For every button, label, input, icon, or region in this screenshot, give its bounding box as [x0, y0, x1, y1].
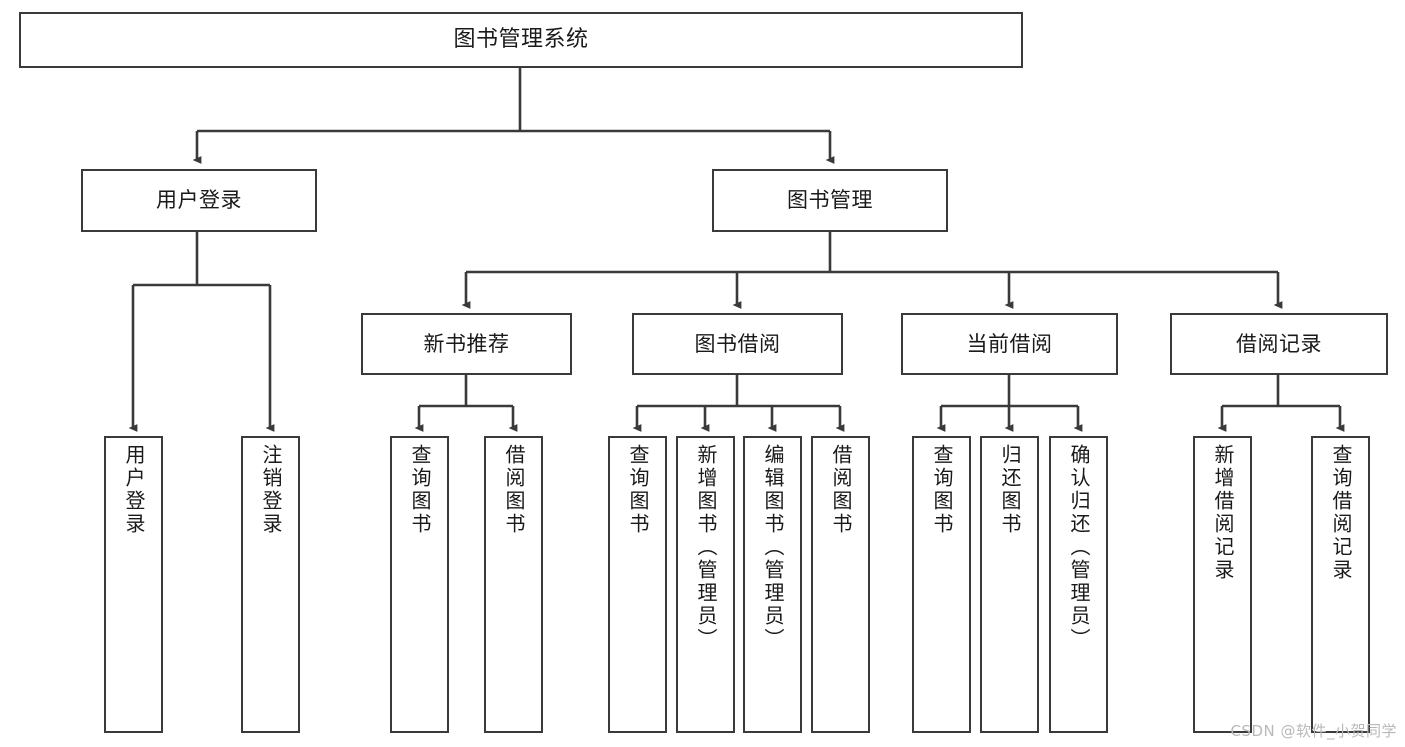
node-label: 新增图书（管理员）: [694, 444, 718, 651]
leaf-user-login-logout[interactable]: 注销登录: [241, 436, 300, 733]
leaf-borrow-record-add-record[interactable]: 新增借阅记录: [1193, 436, 1252, 733]
leaf-book-borrow-edit-book-admin[interactable]: 编辑图书（管理员）: [743, 436, 802, 733]
leaf-book-borrow-borrow-book[interactable]: 借阅图书: [811, 436, 870, 733]
node-borrow-records[interactable]: 借阅记录: [1170, 313, 1388, 375]
node-label: 图书管理: [787, 188, 873, 213]
leaf-book-borrow-query-book[interactable]: 查询图书: [608, 436, 667, 733]
node-label: 图书借阅: [694, 331, 781, 356]
node-book-borrowing[interactable]: 图书借阅: [632, 313, 843, 375]
leaf-current-borrow-confirm-return-admin[interactable]: 确认归还（管理员）: [1049, 436, 1108, 733]
node-label: 新增借阅记录: [1211, 444, 1235, 582]
node-label: 归还图书: [998, 444, 1022, 536]
node-new-book-recommendation[interactable]: 新书推荐: [361, 313, 572, 375]
node-label: 借阅图书: [829, 444, 853, 536]
leaf-current-borrow-query-book[interactable]: 查询图书: [912, 436, 971, 733]
node-label: 借阅记录: [1236, 331, 1322, 356]
leaf-current-borrow-return-book[interactable]: 归还图书: [980, 436, 1039, 733]
node-label: 查询图书: [626, 444, 650, 536]
node-label: 用户登录: [156, 188, 242, 213]
node-label: 确认归还（管理员）: [1067, 444, 1091, 651]
leaf-user-login-login[interactable]: 用户登录: [104, 436, 163, 733]
node-label: 当前借阅: [966, 331, 1053, 356]
node-label: 注销登录: [259, 444, 283, 536]
node-current-borrowing[interactable]: 当前借阅: [901, 313, 1118, 375]
leaf-book-borrow-add-book-admin[interactable]: 新增图书（管理员）: [676, 436, 735, 733]
node-label: 编辑图书（管理员）: [761, 444, 785, 651]
node-label: 借阅图书: [502, 444, 526, 536]
node-label: 查询图书: [408, 444, 432, 536]
csdn-watermark: CSDN @软件_小贺同学: [1230, 722, 1397, 740]
leaf-borrow-record-query-record[interactable]: 查询借阅记录: [1311, 436, 1370, 733]
node-label: 图书管理系统: [453, 27, 589, 53]
leaf-new-book-borrow-book[interactable]: 借阅图书: [484, 436, 543, 733]
node-label: 查询借阅记录: [1329, 444, 1353, 582]
node-root-book-management-system[interactable]: 图书管理系统: [19, 12, 1023, 68]
node-label: 新书推荐: [423, 331, 510, 356]
node-user-login[interactable]: 用户登录: [81, 169, 317, 232]
node-book-management[interactable]: 图书管理: [712, 169, 948, 232]
node-label: 查询图书: [930, 444, 954, 536]
node-label: 用户登录: [122, 444, 146, 536]
leaf-new-book-query-book[interactable]: 查询图书: [390, 436, 449, 733]
